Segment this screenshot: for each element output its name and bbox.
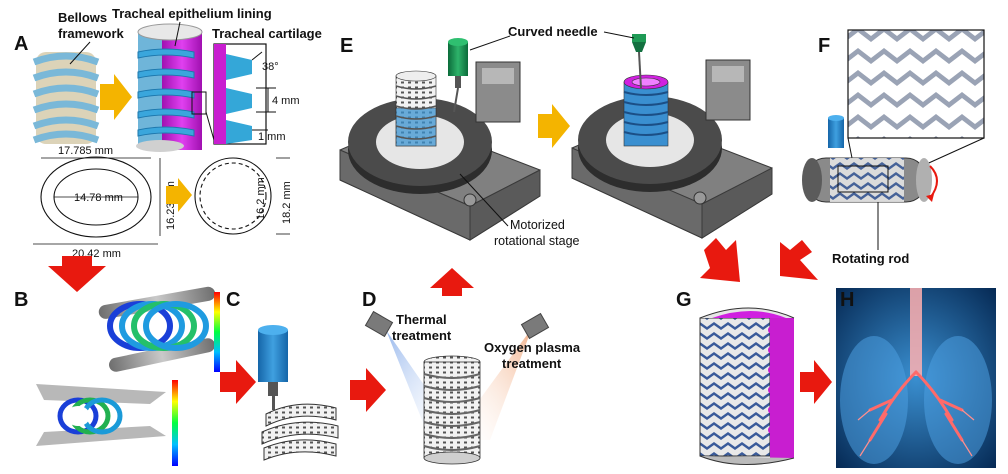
panel-label-d: D [362,289,376,311]
dim-circle-inner: 16.2 mm [255,177,267,220]
epithelium-leader [174,21,181,47]
plasma-source-icon [520,312,550,340]
epithelium-label: Tracheal epithelium lining [112,6,272,21]
bellows-framework-model [32,52,100,144]
dim-angle: 38° [262,61,279,73]
cartilage-label: Tracheal cartilage [212,26,322,41]
panel-label-g: G [676,289,692,311]
panel-label-h: H [840,289,854,311]
dim-1mm: 1 mm [258,131,286,143]
bellows-leader [69,41,91,65]
plasma-label-line1: Oxygen plasma [484,340,581,355]
needle-leader-left [469,35,511,51]
rotational-stage-left [339,61,541,241]
arrow-e-yellow [538,104,570,148]
zoom-leader [205,111,215,141]
panel-label-a: A [14,33,28,55]
blue-nozzle-f [828,115,844,148]
panel-label-f: F [818,35,830,57]
printing-nozzle [258,325,288,410]
coil-with-lining-right [623,74,669,147]
fea-simulation-top [98,286,216,372]
arrow-e-to-g [700,238,740,282]
curved-needle-left [448,38,468,113]
circle-cross-section [194,157,290,235]
thermal-source-icon [364,310,394,338]
arrow-g-to-h [800,360,832,404]
arrow-f-to-g [780,240,818,280]
bellows-label-line1: Bellows [58,10,107,25]
dim-outer-width: 17.785 mm [58,145,113,157]
panel-label-b: B [14,289,28,311]
arrow-d-to-e [430,268,474,296]
rotational-stage-right [571,59,773,239]
tracheal-halfcut-model [136,23,207,152]
dim-4mm: 4 mm [272,95,300,107]
arrow-a-to-b [48,256,106,292]
panel-label-c: C [226,289,240,311]
final-tracheal-scaffold [699,307,795,465]
dim-inner-width: 14.78 mm [74,192,123,204]
motorized-leader [459,173,509,227]
coil-on-stage-left [395,70,437,147]
thermal-label-line2: treatment [392,328,452,343]
plasma-label-line2: treatment [502,356,562,371]
arrow-a2-yellow [166,178,192,212]
motorized-label-line1: Motorized [510,218,565,232]
ellipse-cross-section [33,156,161,245]
thermal-label-line1: Thermal [396,312,447,327]
curved-needle-right [632,34,646,89]
cartilage-zoom-detail [213,43,276,145]
arrow-b-to-c [220,360,256,404]
dim-circle-outer: 18.2 mm [281,181,293,224]
motorized-label-line2: rotational stage [494,234,580,248]
bellows-label-line2: framework [58,26,125,41]
colorbar-top [214,292,220,372]
rotating-rod-label: Rotating rod [832,251,909,266]
chevron-pattern-zoom [847,29,985,139]
treated-coil [423,355,481,465]
lung-trachea-illustration [836,288,996,468]
printed-coil-partial [261,403,339,461]
fea-simulation-bottom [36,384,166,446]
panel-label-e: E [340,35,353,57]
arrow-a-yellow [100,74,132,120]
colorbar-bottom [172,380,178,466]
needle-leader-right [603,31,635,39]
curved-needle-label: Curved needle [508,24,598,39]
arrow-c-to-d [350,368,386,412]
rotating-rod-model [802,157,938,203]
